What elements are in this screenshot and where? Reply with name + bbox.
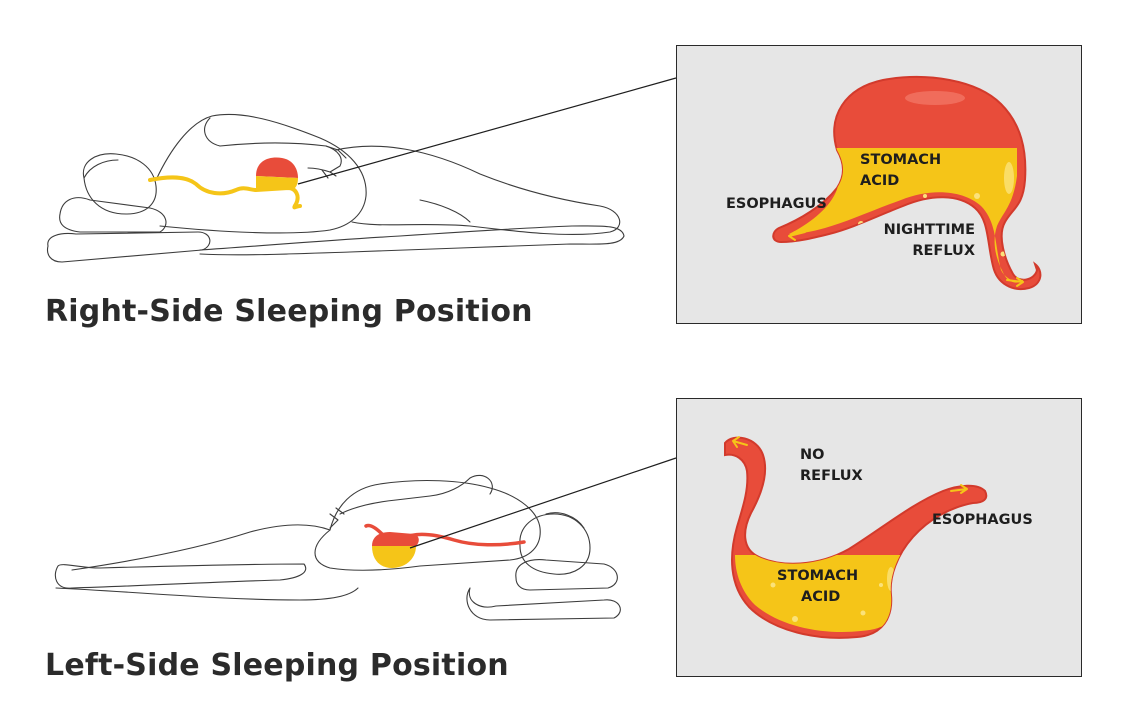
left-side-sleeper-figure bbox=[54, 474, 621, 621]
right-inset-label-stomach-acid: STOMACH ACID bbox=[860, 150, 941, 192]
right-side-sleeper-figure bbox=[46, 113, 625, 263]
left-inset-reflux-text: REFLUX bbox=[800, 468, 863, 484]
left-inset-label-esophagus: ESOPHAGUS bbox=[932, 512, 1033, 528]
left-inset-arrow-right bbox=[950, 484, 968, 494]
left-inset-label-no-reflux: NO REFLUX bbox=[800, 445, 863, 487]
left-inset-label-stomach-acid: STOMACH ACID bbox=[777, 566, 858, 608]
left-connector-line bbox=[409, 457, 677, 549]
right-inset-stomach-text: STOMACH bbox=[860, 152, 942, 168]
right-inset-acid-text: ACID bbox=[860, 173, 900, 189]
left-side-stomach-inset: NO REFLUX ESOPHAGUS STOMACH ACID bbox=[676, 398, 1082, 677]
right-inset-reflux-arrow-left bbox=[788, 231, 806, 241]
right-inset-nighttime-text: NIGHTTIME bbox=[883, 222, 975, 238]
right-connector-line bbox=[297, 77, 677, 185]
right-inset-label-esophagus: ESOPHAGUS bbox=[726, 196, 827, 212]
left-inset-stomach-drawing bbox=[724, 436, 988, 639]
left-inset-no-text: NO bbox=[800, 447, 825, 463]
left-figure-stomach bbox=[372, 532, 419, 568]
right-side-title: Right-Side Sleeping Position bbox=[45, 294, 533, 329]
left-inset-stomach-text: STOMACH bbox=[777, 568, 859, 584]
left-inset-arrow-up bbox=[732, 436, 748, 448]
right-inset-label-nighttime-reflux: NIGHTTIME REFLUX bbox=[857, 220, 975, 262]
left-inset-acid-text: ACID bbox=[801, 589, 841, 605]
right-side-stomach-inset: STOMACH ACID ESOPHAGUS NIGHTTIME REFLUX bbox=[676, 45, 1082, 324]
left-side-title: Left-Side Sleeping Position bbox=[45, 648, 509, 683]
right-inset-reflux-arrow-right bbox=[1006, 277, 1024, 287]
right-figure-stomach bbox=[256, 157, 298, 190]
right-figure-esophagus bbox=[148, 175, 302, 210]
right-inset-stomach-drawing bbox=[772, 76, 1042, 290]
right-inset-reflux-text: REFLUX bbox=[912, 243, 975, 259]
